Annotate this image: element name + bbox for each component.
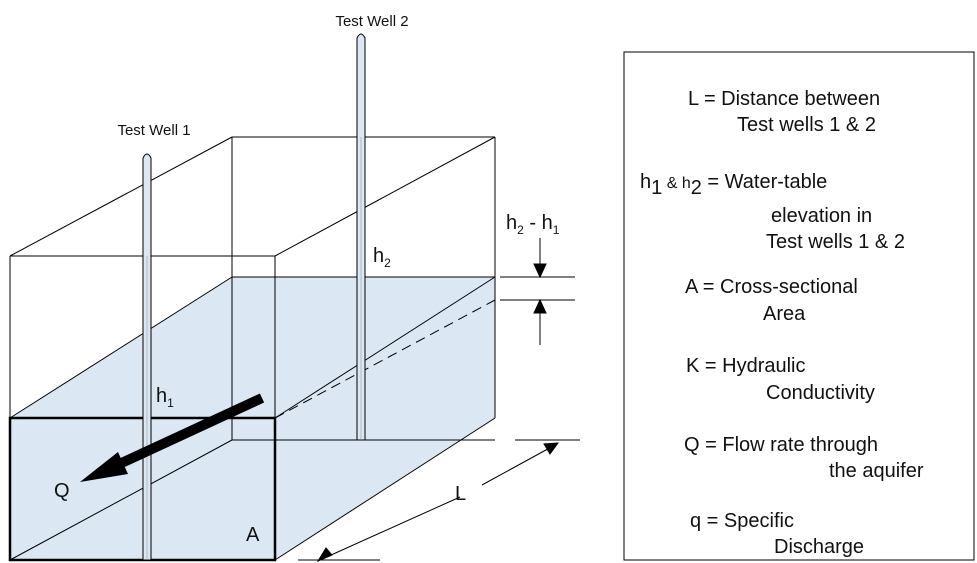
legend-line: Area	[763, 303, 806, 325]
head-difference-label: h2 - h1	[506, 212, 560, 237]
legend-line: Test wells 1 & 2	[737, 114, 876, 136]
legend-line: A = Cross-sectional	[685, 276, 858, 298]
h2-label: h2	[373, 245, 391, 270]
legend-line: Conductivity	[766, 382, 875, 404]
legend: L = Distance between Test wells 1 & 2 h1…	[623, 51, 975, 561]
legend-line: the aquifer	[829, 460, 924, 482]
aquifer-box	[9, 136, 496, 561]
legend-line: h1 & h2 = Water-table	[640, 171, 827, 199]
test-well-1	[142, 153, 152, 561]
head-difference-marker	[500, 238, 575, 345]
h1-label: h1	[156, 385, 174, 410]
legend-line: Discharge	[774, 536, 864, 558]
length-label-l: L	[455, 483, 466, 505]
legend-line: q = Specific	[690, 510, 794, 532]
legend-line: elevation in	[771, 205, 872, 227]
legend-line: Test wells 1 & 2	[766, 231, 905, 253]
legend-line: Q = Flow rate through	[684, 434, 878, 456]
flow-label-q: Q	[54, 480, 70, 502]
area-label-a: A	[246, 524, 260, 546]
legend-line: L = Distance between	[688, 88, 880, 110]
test-well-2	[356, 33, 366, 441]
well-1-label: Test Well 1	[117, 122, 190, 139]
well-2-label: Test Well 2	[335, 13, 408, 30]
flow-arrow	[80, 393, 265, 482]
length-dimension	[298, 439, 580, 563]
legend-line: K = Hydraulic	[686, 355, 806, 377]
